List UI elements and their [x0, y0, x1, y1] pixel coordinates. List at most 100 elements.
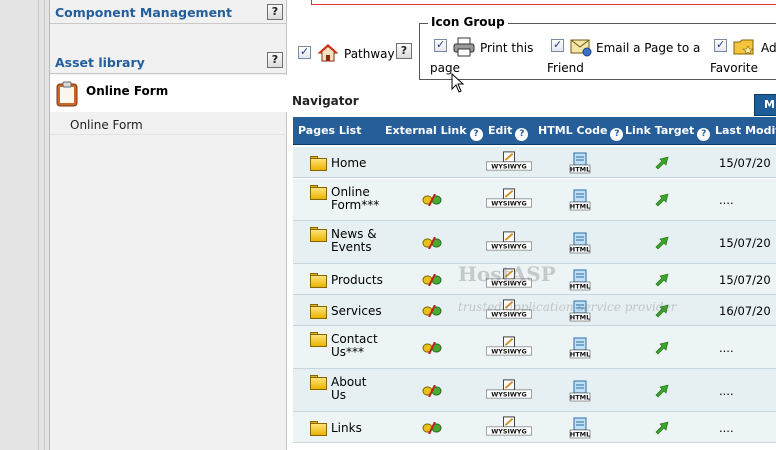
help-icon[interactable]: ? [697, 128, 711, 141]
page-name-link[interactable]: Links [331, 421, 362, 435]
wysiwyg-edit-icon[interactable]: WYSIWYG [483, 416, 535, 436]
page-name-link[interactable]: Services [331, 304, 382, 318]
favorite-checkbox[interactable] [714, 38, 727, 52]
html-icon-label: HTML [570, 166, 590, 174]
frame-divider [38, 0, 39, 450]
message-box-edge [311, 0, 776, 5]
print-label: Print this [480, 41, 534, 55]
html-icon-label: HTML [570, 283, 590, 291]
last-modified-date: 15/07/20 [719, 236, 771, 250]
html-code-icon[interactable]: HTML [569, 337, 591, 359]
icon-group-fieldset: Icon Group Print this page Email a Page … [419, 15, 776, 80]
external-link-icon[interactable] [422, 274, 442, 286]
external-link-icon[interactable] [422, 194, 442, 206]
page-name-link[interactable]: Products [331, 273, 383, 287]
column-header-edit[interactable]: Edit? [488, 124, 529, 141]
sidebar-subitem-label: Online Form [70, 118, 143, 132]
wysiwyg-icon-label: WYSIWYG [491, 244, 526, 251]
html-icon-label: HTML [570, 394, 590, 402]
help-icon[interactable]: ? [610, 128, 624, 141]
link-target-arrow-icon[interactable] [655, 421, 669, 435]
sidebar-section-title[interactable]: Asset library [55, 55, 145, 70]
help-icon[interactable]: ? [469, 128, 483, 141]
column-header-external-link[interactable]: External Link? [385, 124, 483, 141]
html-code-icon[interactable]: HTML [569, 232, 591, 254]
folder-icon [310, 304, 327, 319]
column-header-pages-list[interactable]: Pages List [298, 124, 362, 137]
wysiwyg-edit-icon[interactable]: WYSIWYG [483, 336, 535, 356]
sidebar-subitem-online-form[interactable]: Online Form [50, 113, 287, 135]
mouse-cursor-icon [451, 73, 465, 93]
html-code-icon[interactable]: HTML [569, 189, 591, 211]
page-name-link[interactable]: News &Events [331, 227, 377, 254]
wysiwyg-icon-label: WYSIWYG [491, 349, 526, 356]
column-header-link-target[interactable]: Link Target? [625, 124, 711, 141]
link-target-arrow-icon[interactable] [655, 341, 669, 355]
external-link-icon[interactable] [422, 422, 442, 434]
sidebar-section-asset-library[interactable]: Asset library ? [50, 50, 287, 74]
help-icon[interactable]: ? [515, 128, 529, 141]
html-icon-label: HTML [570, 246, 590, 254]
sidebar-item-online-form[interactable]: Online Form [50, 75, 287, 112]
link-target-arrow-icon[interactable] [655, 384, 669, 398]
wysiwyg-icon-label: WYSIWYG [491, 201, 526, 208]
wysiwyg-edit-icon[interactable]: WYSIWYG [483, 268, 535, 288]
watermark-tagline: trusted application service provider [458, 300, 677, 314]
help-icon[interactable]: ? [396, 43, 412, 59]
link-target-arrow-icon[interactable] [655, 156, 669, 170]
external-link-icon[interactable] [422, 237, 442, 249]
home-icon [318, 44, 338, 62]
favorite-folder-icon [733, 39, 754, 55]
external-link-icon[interactable] [422, 342, 442, 354]
wysiwyg-icon-label: WYSIWYG [491, 392, 526, 399]
frame-divider [44, 0, 45, 450]
html-code-icon[interactable]: HTML [569, 417, 591, 439]
external-link-icon[interactable] [422, 305, 442, 317]
folder-icon [310, 185, 327, 200]
folder-icon [310, 375, 327, 390]
help-icon[interactable]: ? [267, 52, 283, 68]
wysiwyg-edit-icon[interactable]: WYSIWYG [483, 379, 535, 399]
wysiwyg-icon-label: WYSIWYG [491, 312, 526, 319]
sidebar: Component Management ? Asset library ? O… [50, 0, 287, 450]
page-name-link[interactable]: Home [331, 156, 367, 170]
html-code-icon[interactable]: HTML [569, 380, 591, 402]
navigator-tab[interactable]: M [754, 94, 776, 116]
link-target-arrow-icon[interactable] [655, 273, 669, 287]
sidebar-section-title[interactable]: Component Management [55, 5, 232, 20]
link-target-arrow-icon[interactable] [655, 193, 669, 207]
folder-icon [310, 273, 327, 288]
column-header-html-code[interactable]: HTML Code? [538, 124, 624, 141]
window-left-frame [0, 0, 50, 450]
column-header-last-modified[interactable]: Last Modifi [715, 124, 776, 137]
wysiwyg-edit-icon[interactable]: WYSIWYG [483, 299, 535, 319]
wysiwyg-edit-icon[interactable]: WYSIWYG [483, 231, 535, 251]
link-target-arrow-icon[interactable] [655, 236, 669, 250]
sidebar-section-component-management[interactable]: Component Management ? [50, 0, 287, 24]
link-target-arrow-icon[interactable] [655, 304, 669, 318]
print-checkbox[interactable] [434, 38, 447, 52]
wysiwyg-icon-label: WYSIWYG [491, 429, 526, 436]
icon-group-title: Icon Group [428, 15, 508, 29]
pathway-checkbox[interactable] [298, 45, 311, 59]
wysiwyg-edit-icon[interactable]: WYSIWYG [483, 151, 535, 171]
html-code-icon[interactable]: HTML [569, 152, 591, 174]
help-icon[interactable]: ? [267, 4, 283, 20]
print-label-continued: page [430, 61, 460, 75]
external-link-icon[interactable] [422, 385, 442, 397]
html-code-icon[interactable]: HTML [569, 269, 591, 291]
wysiwyg-edit-icon[interactable]: WYSIWYG [483, 188, 535, 208]
email-checkbox[interactable] [551, 38, 564, 52]
html-code-icon[interactable]: HTML [569, 300, 591, 322]
